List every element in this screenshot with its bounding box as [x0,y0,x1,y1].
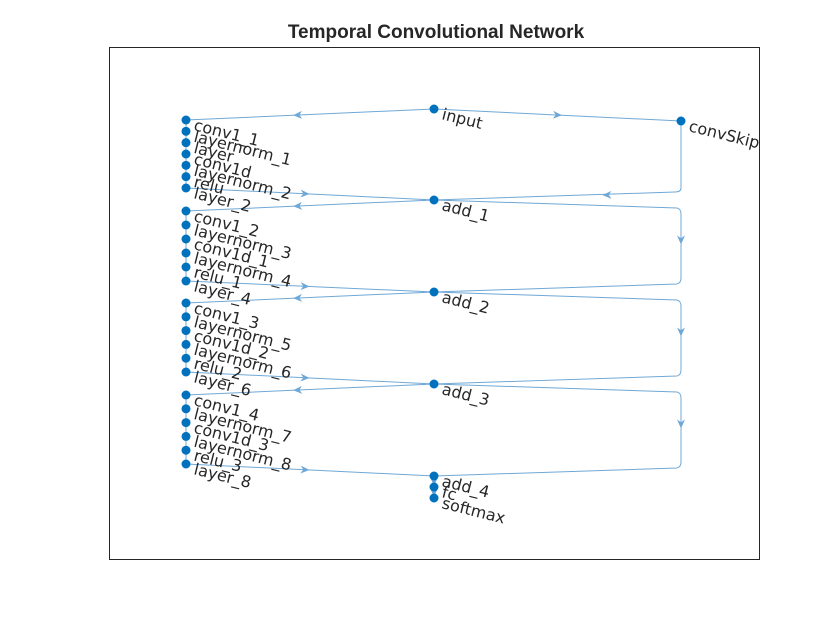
edge-input-to-convSkip-arrow [552,110,562,119]
edge-layer_4-to-add_2-arrow [300,282,310,291]
edge-add_1-to-conv1_2-arrow [293,201,303,210]
edge-layer_2-to-add_1-line [185,187,435,201]
node-conv1_3[interactable] [181,298,191,308]
edge-add_3-to-add_4 [433,383,685,477]
edge-layer_8-to-add_4 [185,463,435,477]
edge-add_2-to-add_3-line [433,291,682,385]
edge-add_3-to-conv1_4-arrow [293,385,303,394]
edge-layer_4-to-add_2-line [185,280,435,293]
node-add_4[interactable] [429,471,439,481]
edge-add_1-to-conv1_2 [185,199,435,212]
node-relu[interactable] [181,172,191,182]
edge-add_1-to-add_2-line [433,199,682,293]
edge-input-to-conv1_1 [185,108,435,121]
node-input[interactable] [429,104,439,114]
node-layernorm_4[interactable] [181,248,191,258]
node-layer_8[interactable] [181,459,191,469]
node-convSkip[interactable] [676,116,686,126]
edge-layer_8-to-add_4-line [185,463,435,477]
node-layer_4[interactable] [181,276,191,286]
edge-layer_6-to-add_3-arrow [300,373,310,382]
edge-layer_4-to-add_2 [185,280,435,293]
edge-add_3-to-conv1_4-line [185,383,435,396]
edge-add_1-to-add_2-arrow [677,235,685,245]
node-add_3[interactable] [429,379,439,389]
edge-input-to-convSkip [433,108,682,122]
edge-add_3-to-add_4-arrow [677,419,685,429]
node-relu_1[interactable] [181,262,191,272]
edge-layer_6-to-add_3-line [185,371,435,385]
edge-convSkip-to-add_1 [433,121,682,201]
node-relu_3[interactable] [181,445,191,455]
edge-add_3-to-conv1_4 [185,383,435,396]
node-layernorm_6[interactable] [181,339,191,349]
edge-convSkip-to-add_1-line [433,121,682,201]
node-layernorm_1[interactable] [181,126,191,136]
node-conv1d_1[interactable] [181,234,191,244]
node-softmax[interactable] [429,493,439,503]
node-conv1d_3[interactable] [181,418,191,428]
edge-add_2-to-add_3 [433,291,685,385]
edge-convSkip-to-add_1-arrow [602,190,612,199]
edge-layer_8-to-add_4-arrow [300,465,310,474]
edge-add_1-to-add_2 [433,199,685,293]
node-layer_2[interactable] [181,183,191,193]
node-layernorm_2[interactable] [181,160,191,170]
edge-layer_2-to-add_1 [185,187,435,201]
figure-title: Temporal Convolutional Network [288,22,585,43]
node-label-fc: fc [440,482,459,504]
edge-add_1-to-conv1_2-line [185,199,435,212]
graph-nodes [181,104,686,503]
node-add_1[interactable] [429,195,439,205]
edge-add_2-to-conv1_3 [185,291,435,304]
edge-add_2-to-conv1_3-arrow [293,293,303,302]
node-conv1_4[interactable] [181,390,191,400]
edge-add_3-to-add_4-line [433,383,682,477]
node-layer_6[interactable] [181,367,191,377]
node-conv1d[interactable] [181,149,191,159]
node-layernorm_3[interactable] [181,220,191,230]
edge-input-to-conv1_1-line [185,108,435,121]
node-layernorm_5[interactable] [181,312,191,322]
edge-add_2-to-conv1_3-line [185,291,435,304]
node-conv1_2[interactable] [181,206,191,216]
node-add_2[interactable] [429,287,439,297]
node-layernorm_7[interactable] [181,404,191,414]
edge-add_2-to-add_3-arrow [677,327,685,337]
node-layer[interactable] [181,138,191,148]
node-conv1d_2[interactable] [181,326,191,336]
edge-layer_6-to-add_3 [185,371,435,385]
node-fc[interactable] [429,482,439,492]
node-relu_2[interactable] [181,353,191,363]
edge-layer_2-to-add_1-arrow [300,189,310,198]
node-layernorm_8[interactable] [181,431,191,441]
edge-input-to-conv1_1-arrow [293,110,303,119]
node-conv1_1[interactable] [181,115,191,125]
